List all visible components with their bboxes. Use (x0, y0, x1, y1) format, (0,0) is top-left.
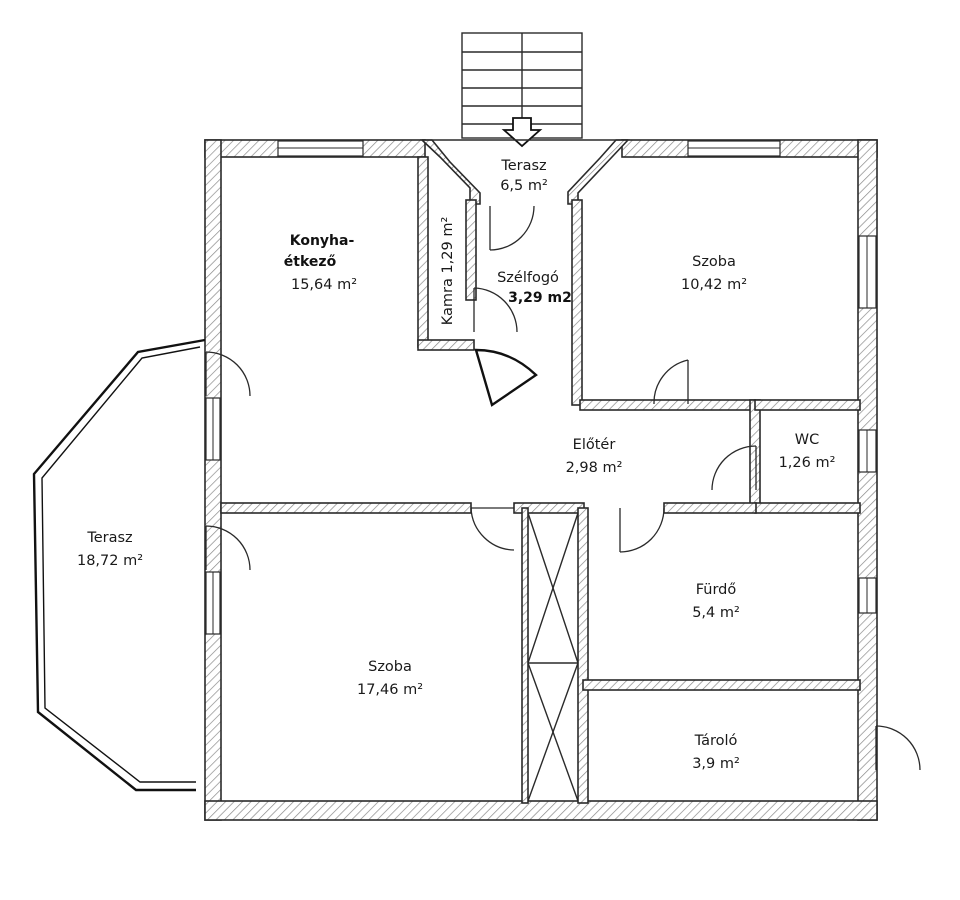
szelfogo-area: 3,29 m2 (508, 290, 572, 306)
szoba-top-name: Szoba (692, 254, 736, 270)
szoba-top-area: 10,42 m² (681, 277, 747, 293)
wc-area: 1,26 m² (779, 455, 836, 471)
tarolo-area: 3,9 m² (692, 756, 740, 772)
terasz-top-area: 6,5 m² (500, 178, 548, 194)
eloter-area: 2,98 m² (566, 460, 623, 476)
konyha-name-1: Konyha- (290, 233, 355, 249)
top-terrace-walls (419, 139, 630, 205)
doors (205, 205, 921, 771)
furdo-name: Fürdő (696, 582, 737, 598)
kamra-label: Kamra 1,29 m² (440, 217, 456, 326)
left-terrace-outline (32, 338, 206, 792)
furdo-area: 5,4 m² (692, 605, 740, 621)
szelfogo-name: Szélfogó (497, 270, 559, 286)
outer-walls (204, 139, 878, 821)
tarolo-name: Tároló (694, 733, 738, 749)
szoba-bottom-area: 17,46 m² (357, 682, 423, 698)
terasz-left-name: Terasz (86, 530, 132, 546)
wc-name: WC (795, 432, 819, 448)
entrance-arrow-icon (501, 117, 543, 148)
terasz-top-name: Terasz (500, 158, 546, 174)
interior-walls (220, 156, 861, 804)
konyha-area: 15,64 m² (291, 277, 357, 293)
terasz-left-area: 18,72 m² (77, 553, 143, 569)
konyha-name-2: étkező (284, 254, 337, 270)
shaft (527, 512, 579, 802)
eloter-name: Előtér (573, 437, 616, 453)
szoba-bottom-name: Szoba (368, 659, 412, 675)
